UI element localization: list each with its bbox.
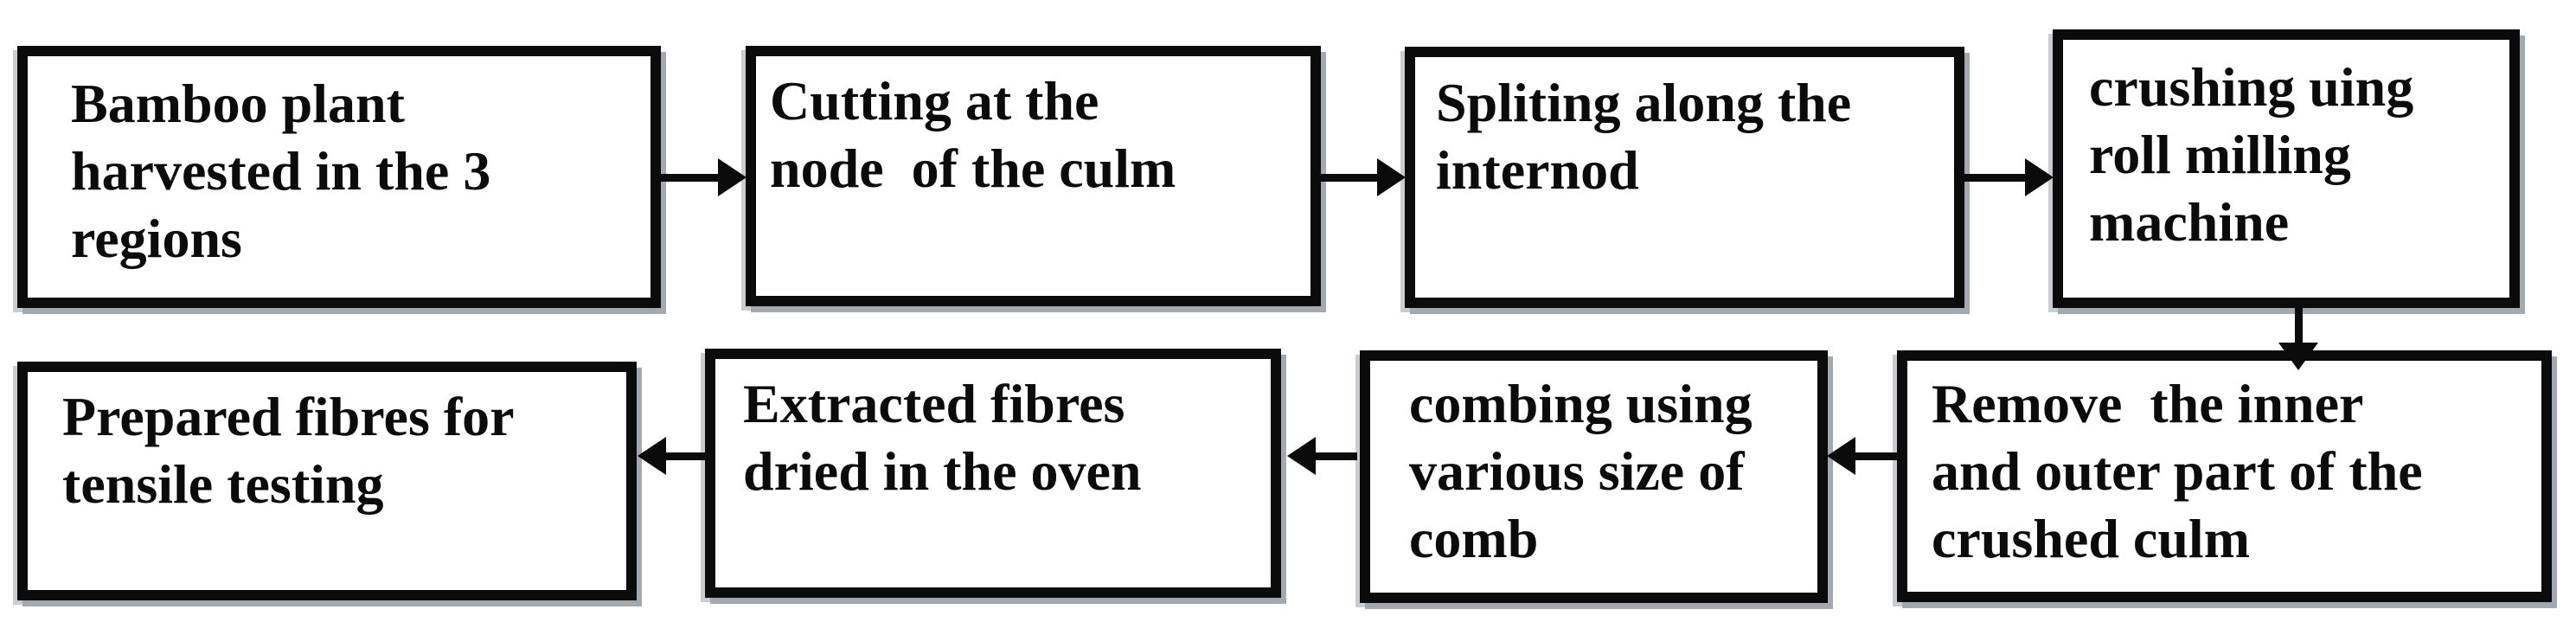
- flow-arrow-combing-to-drying: [1287, 437, 1357, 475]
- flow-arrow-drying-to-tensile: [638, 437, 706, 475]
- flow-arrow-harvest-to-cutting: [660, 158, 747, 196]
- flow-node-crushing-roll-mill: crushing uing roll milling machine: [2053, 29, 2520, 308]
- flow-node-bamboo-harvested: Bamboo plant harvested in the 3 regions: [17, 46, 661, 308]
- flow-node-oven-drying: Extracted fibres dried in the oven: [705, 349, 1281, 598]
- flow-node-combing: combing using various size of comb: [1360, 350, 1828, 603]
- arrow-shaft: [666, 452, 706, 460]
- flow-node-label: Remove the inner and outer part of the c…: [1932, 373, 2423, 570]
- arrow-left-head-icon: [638, 437, 666, 475]
- flow-node-label: Bamboo plant harvested in the 3 regions: [71, 73, 491, 270]
- flow-arrow-remove-to-combing: [1827, 437, 1898, 475]
- arrow-shaft: [1321, 173, 1377, 182]
- arrow-shaft: [1316, 452, 1357, 460]
- flow-node-label: crushing uing roll milling machine: [2089, 56, 2414, 253]
- arrow-shaft: [660, 173, 718, 182]
- arrow-shaft: [1964, 173, 2025, 182]
- arrow-left-head-icon: [1287, 437, 1316, 475]
- flow-node-label: combing using various size of comb: [1409, 373, 1753, 570]
- flow-node-label: Prepared fibres for tensile testing: [62, 386, 515, 516]
- arrow-down-head-icon: [2278, 343, 2318, 370]
- arrow-shaft: [2294, 307, 2303, 343]
- flow-arrow-cutting-to-splitting: [1321, 158, 1406, 196]
- flow-node-cutting-at-node: Cutting at the node of the culm: [746, 46, 1321, 306]
- flow-node-label: Extracted fibres dried in the oven: [743, 373, 1142, 503]
- flow-arrow-splitting-to-crushing: [1964, 158, 2054, 196]
- flow-node-label: Cutting at the node of the culm: [770, 70, 1176, 200]
- arrow-right-head-icon: [2025, 158, 2054, 196]
- flow-node-label: Spliting along the internod: [1436, 72, 1852, 202]
- flow-node-remove-inner-outer: Remove the inner and outer part of the c…: [1897, 350, 2552, 602]
- arrow-left-head-icon: [1827, 437, 1855, 475]
- flow-arrow-crushing-to-remove: [2278, 307, 2318, 370]
- flow-node-tensile-testing-ready: Prepared fibres for tensile testing: [17, 362, 637, 600]
- arrow-shaft: [1855, 452, 1898, 460]
- arrow-right-head-icon: [718, 158, 747, 196]
- flow-node-splitting-internode: Spliting along the internod: [1405, 47, 1964, 308]
- arrow-right-head-icon: [1377, 158, 1406, 196]
